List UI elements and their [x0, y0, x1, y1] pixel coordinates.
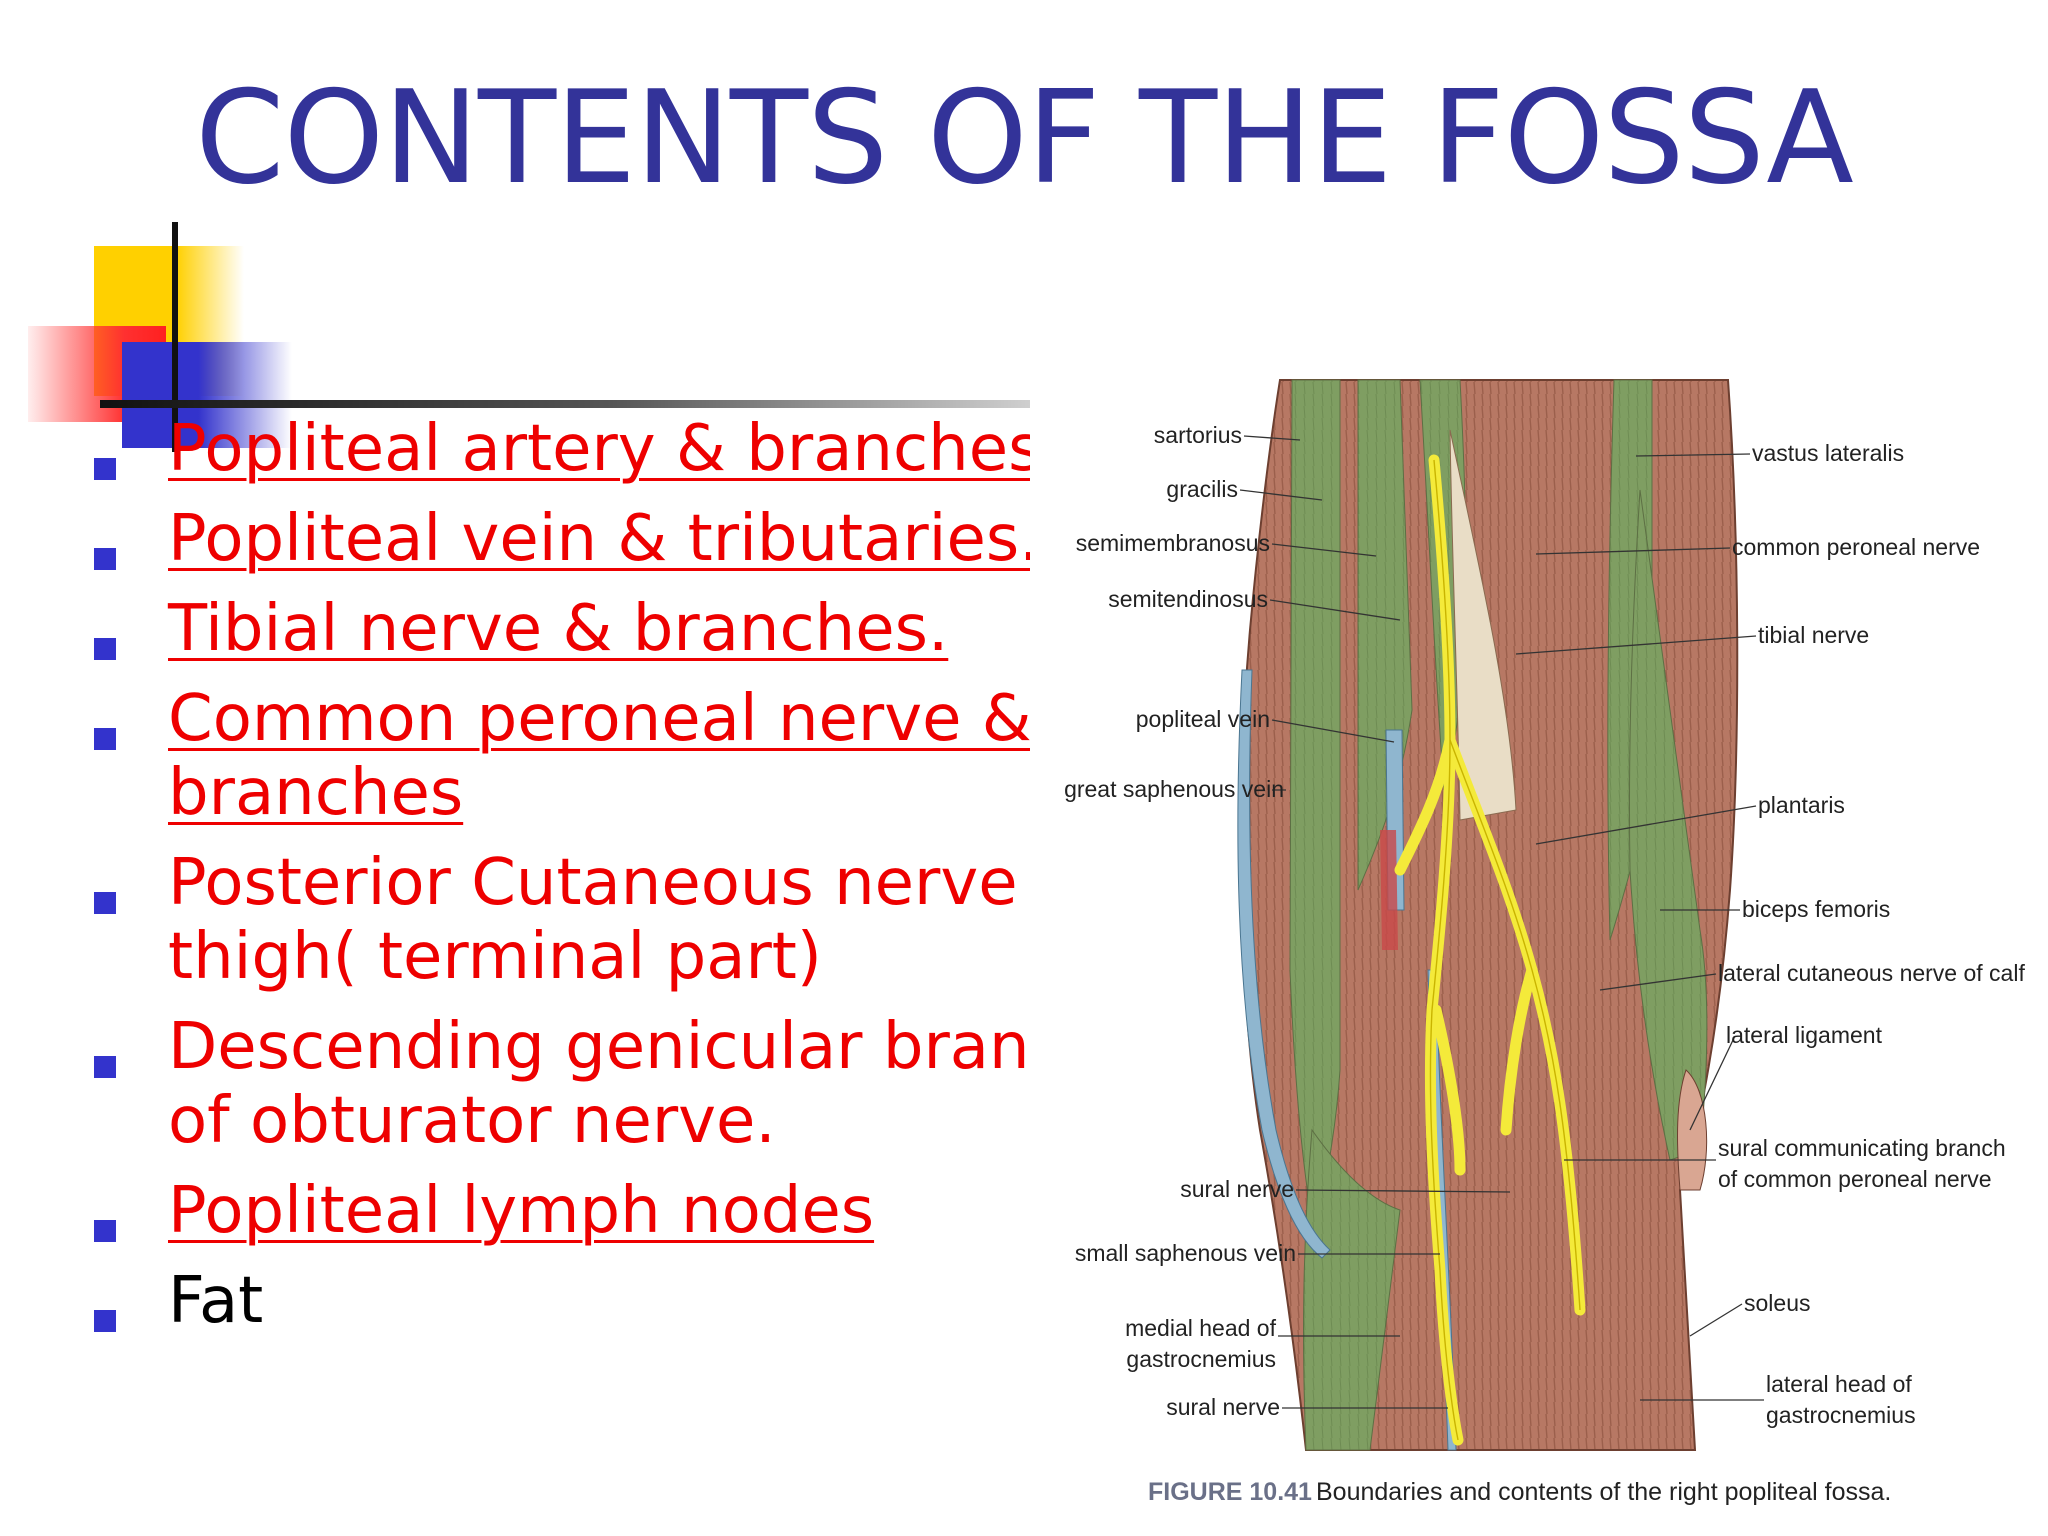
bullet-square-icon: [94, 728, 116, 750]
bullet-text: Posterior Cutaneous nerve of: [168, 846, 1030, 920]
bullet-text[interactable]: branches: [168, 756, 464, 830]
bullet-text[interactable]: Popliteal lymph nodes: [168, 1174, 875, 1248]
popliteal-fossa-illustration: sartorius gracilis semimembranosus semit…: [1064, 379, 2025, 1506]
bullet-square-icon: [94, 892, 116, 914]
label-biceps-femoris: biceps femoris: [1742, 896, 1890, 922]
label-medial-head-of: medial head of: [1125, 1315, 1276, 1341]
label-popliteal-vein: popliteal vein: [1136, 706, 1270, 732]
label-of-common-peroneal-nerve: of common peroneal nerve: [1718, 1166, 1992, 1192]
bullet-item[interactable]: Popliteal lymph nodes: [90, 1174, 1030, 1248]
figure-caption-label: FIGURE 10.41: [1148, 1478, 1312, 1506]
bullet-square-icon: [94, 638, 116, 660]
label-common-peroneal-nerve: common peroneal nerve: [1732, 534, 1980, 560]
bullet-list-box: Popliteal artery & branches. Popliteal ve…: [90, 412, 1030, 1372]
label-medial-gastrocnemius: gastrocnemius: [1126, 1346, 1276, 1372]
decor-horizontal-line: [100, 400, 1030, 408]
bullet-square-icon: [94, 1310, 116, 1332]
label-vastus-lateralis: vastus lateralis: [1752, 440, 1904, 466]
label-small-saphenous-vein: small saphenous vein: [1075, 1240, 1296, 1266]
label-lateral-cutaneous-nerve: lateral cutaneous nerve of calf: [1718, 960, 2025, 986]
figure-caption-text: Boundaries and contents of the right pop…: [1316, 1478, 1891, 1506]
bullet-list: Popliteal artery & branches. Popliteal ve…: [90, 412, 1030, 1338]
label-sural-nerve-upper: sural nerve: [1180, 1176, 1294, 1202]
bullet-square-icon: [94, 1056, 116, 1078]
bullet-text: Fat: [168, 1264, 264, 1338]
label-semitendinosus: semitendinosus: [1108, 586, 1268, 612]
bullet-item: Fat: [90, 1264, 1030, 1338]
bullet-text: thigh( terminal part): [168, 920, 822, 994]
bullet-text: of obturator nerve.: [168, 1084, 776, 1158]
label-sural-communicating-branch: sural communicating branch: [1718, 1135, 2006, 1161]
label-sartorius: sartorius: [1154, 422, 1242, 448]
bullet-text[interactable]: Popliteal artery & branches.: [168, 412, 1030, 486]
decor-vertical-line: [172, 222, 178, 452]
bullet-text: Descending genicular branch: [168, 1010, 1030, 1084]
bullet-text[interactable]: Tibial nerve & branches.: [168, 592, 949, 666]
label-great-saphenous-vein: great saphenous vein: [1064, 776, 1284, 802]
bullet-square-icon: [94, 548, 116, 570]
bullet-square-icon: [94, 458, 116, 480]
label-sural-nerve-lower: sural nerve: [1166, 1394, 1280, 1420]
bullet-item[interactable]: Popliteal artery & branches.: [90, 412, 1030, 486]
bullet-text[interactable]: Common peroneal nerve &: [168, 682, 1030, 756]
bullet-text[interactable]: Popliteal vein & tributaries.: [168, 502, 1030, 576]
label-gracilis: gracilis: [1166, 476, 1238, 502]
slide-title: CONTENTS OF THE FOSSA: [195, 64, 1854, 213]
label-lateral-ligament: lateral ligament: [1726, 1022, 1883, 1048]
bullet-item[interactable]: Common peroneal nerve &branches: [90, 682, 1030, 830]
label-lateral-gastrocnemius: gastrocnemius: [1766, 1402, 1916, 1428]
label-tibial-nerve: tibial nerve: [1758, 622, 1869, 648]
anatomy-figure: sartorius gracilis semimembranosus semit…: [1040, 370, 2040, 1520]
label-semimembranosus: semimembranosus: [1076, 530, 1270, 556]
bullet-square-icon: [94, 1220, 116, 1242]
bullet-item[interactable]: Popliteal vein & tributaries.: [90, 502, 1030, 576]
decor-blue-square: [122, 342, 292, 448]
label-lateral-head-of: lateral head of: [1766, 1371, 1912, 1397]
label-plantaris: plantaris: [1758, 792, 1845, 818]
label-soleus: soleus: [1744, 1290, 1810, 1316]
bullet-item[interactable]: Tibial nerve & branches.: [90, 592, 1030, 666]
